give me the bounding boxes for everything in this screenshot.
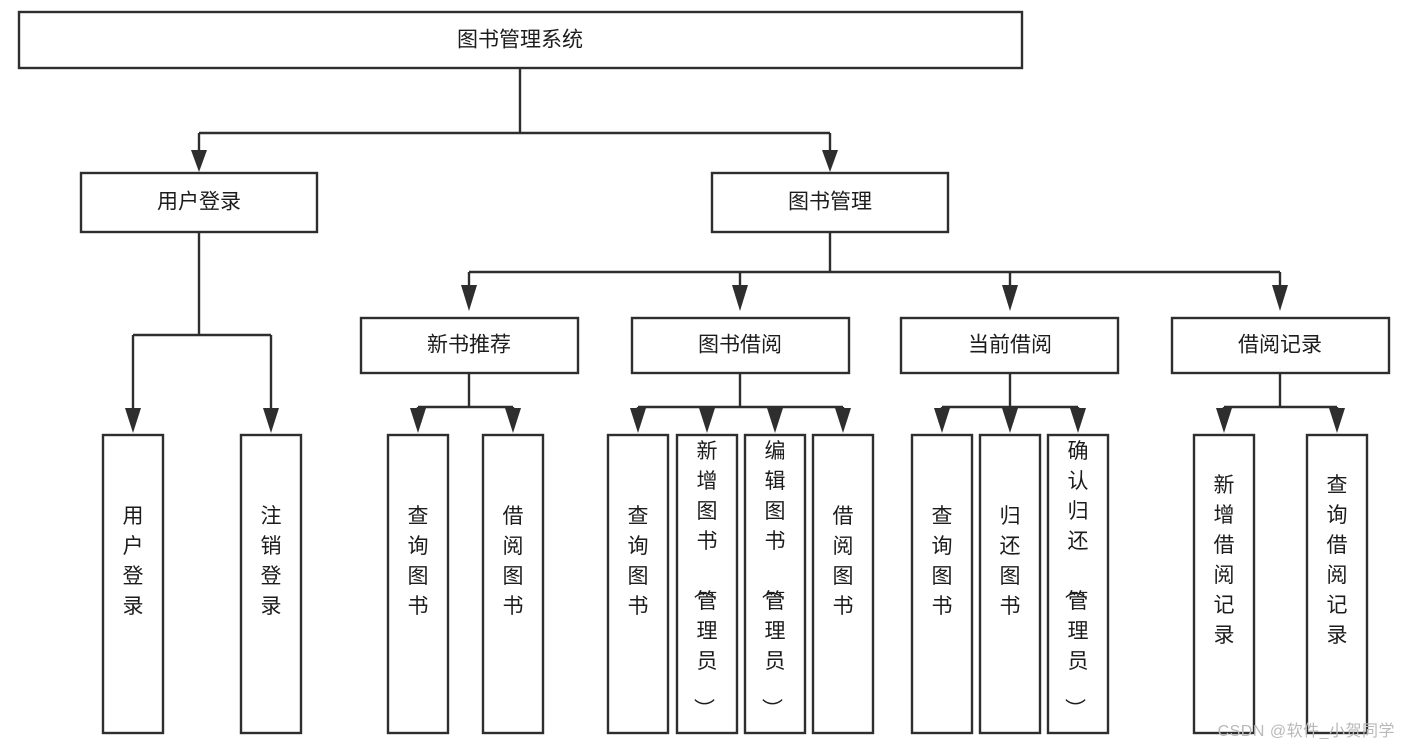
node-user-login-label: 用户登录 (157, 191, 241, 214)
arrow-head-leaf-query-book-2 (630, 408, 646, 433)
leaf-borrow-book-2[interactable]: 借阅图书 (811, 433, 875, 735)
leaf-add-record-label: 新增借阅记录 (1214, 474, 1235, 647)
node-borrow-record-box[interactable] (1170, 316, 1391, 375)
leaf-edit-book-box[interactable] (743, 433, 807, 735)
leaf-add-book[interactable]: 新增图书（管理员） (675, 433, 739, 735)
node-borrow-record[interactable]: 借阅记录 (1170, 316, 1391, 375)
leaf-user-login[interactable]: 用户登录 (101, 433, 165, 735)
leaf-confirm-return-box[interactable] (1046, 433, 1110, 735)
arrow-head-leaf-return-book (1002, 408, 1018, 433)
leaf-user-logout[interactable]: 注销登录 (239, 433, 303, 735)
leaf-borrow-book-1-box[interactable] (481, 433, 545, 735)
arrow-head-leaf-add-record (1216, 408, 1232, 433)
arrow-head-new-book-recommend (461, 285, 477, 311)
leaf-add-book-box[interactable] (675, 433, 739, 735)
leaf-borrow-book-2-label: 借阅图书 (833, 505, 854, 618)
leaf-confirm-return[interactable]: 确认归还（管理员） (1046, 433, 1110, 735)
leaf-query-book-3-box[interactable] (910, 433, 974, 735)
arrow-head-leaf-borrow-book-2 (835, 408, 851, 433)
leaf-borrow-book-2-box[interactable] (811, 433, 875, 735)
csdn-watermark: CSDN @软件_小贺同学 (1217, 723, 1395, 740)
node-current-borrow-box[interactable] (899, 316, 1120, 375)
leaf-add-record-box[interactable] (1192, 433, 1256, 735)
leaf-user-logout-label: 注销登录 (261, 505, 282, 618)
leaf-query-record[interactable]: 查询借阅记录 (1305, 433, 1369, 735)
arrow-head-leaf-query-book-3 (934, 408, 950, 433)
connector-layer (125, 68, 1345, 433)
node-new-book-recommend[interactable]: 新书推荐 (359, 316, 580, 375)
arrow-head-leaf-edit-book (767, 408, 783, 433)
node-root[interactable]: 图书管理系统 (17, 10, 1024, 70)
leaf-user-logout-box[interactable] (239, 433, 303, 735)
node-user-login[interactable]: 用户登录 (79, 171, 319, 234)
leaf-confirm-return-label: 确认归还（管理员） (1063, 440, 1089, 719)
node-book-management[interactable]: 图书管理 (710, 171, 950, 234)
arrow-head-leaf-query-book-1 (410, 408, 426, 433)
arrow-head-leaf-borrow-book-1 (505, 408, 521, 433)
leaf-query-book-3[interactable]: 查询图书 (910, 433, 974, 735)
leaf-add-book-label: 新增图书（管理员） (692, 440, 718, 719)
node-root-label: 图书管理系统 (457, 29, 583, 52)
arrow-head-leaf-add-book (699, 408, 715, 433)
node-borrow-record-label: 借阅记录 (1238, 334, 1322, 357)
arrow-head-book-borrow (732, 285, 748, 311)
node-book-borrow[interactable]: 图书借阅 (630, 316, 851, 375)
node-root-box[interactable] (17, 10, 1024, 70)
node-current-borrow[interactable]: 当前借阅 (899, 316, 1120, 375)
node-book-management-box[interactable] (710, 171, 950, 234)
leaf-query-book-3-label: 查询图书 (932, 505, 953, 618)
leaf-return-book[interactable]: 归还图书 (978, 433, 1042, 735)
leaf-query-book-1-box[interactable] (386, 433, 450, 735)
leaf-edit-book[interactable]: 编辑图书（管理员） (743, 433, 807, 735)
leaf-query-book-2-box[interactable] (606, 433, 670, 735)
leaf-user-login-label: 用户登录 (123, 505, 144, 618)
node-book-borrow-box[interactable] (630, 316, 851, 375)
node-current-borrow-label: 当前借阅 (968, 334, 1052, 357)
leaf-add-record[interactable]: 新增借阅记录 (1192, 433, 1256, 735)
node-new-book-recommend-box[interactable] (359, 316, 580, 375)
arrow-head-borrow-record (1272, 285, 1288, 311)
leaf-return-book-label: 归还图书 (1000, 505, 1021, 618)
leaf-borrow-book-1-label: 借阅图书 (503, 505, 524, 618)
node-new-book-recommend-label: 新书推荐 (427, 334, 511, 357)
leaf-user-login-box[interactable] (101, 433, 165, 735)
leaf-query-record-box[interactable] (1305, 433, 1369, 735)
leaf-query-book-2-label: 查询图书 (628, 505, 649, 618)
node-book-management-label: 图书管理 (788, 191, 872, 214)
leaf-return-book-box[interactable] (978, 433, 1042, 735)
arrow-head-leaf-user-login (125, 408, 141, 433)
arrow-head-user-login (191, 150, 207, 172)
arrow-head-leaf-confirm-return (1070, 408, 1086, 433)
leaf-query-book-2[interactable]: 查询图书 (606, 433, 670, 735)
node-user-login-box[interactable] (79, 171, 319, 234)
leaf-query-book-1-label: 查询图书 (408, 505, 429, 618)
arrow-head-current-borrow (1002, 285, 1018, 311)
node-book-borrow-label: 图书借阅 (698, 334, 782, 357)
leaf-query-book-1[interactable]: 查询图书 (386, 433, 450, 735)
leaf-query-record-label: 查询借阅记录 (1327, 474, 1348, 647)
arrow-head-book-management (822, 150, 838, 172)
leaf-edit-book-label: 编辑图书（管理员） (760, 440, 786, 719)
leaf-borrow-book-1[interactable]: 借阅图书 (481, 433, 545, 735)
arrow-head-leaf-query-record (1329, 408, 1345, 433)
arrow-head-leaf-user-logout (263, 408, 279, 433)
